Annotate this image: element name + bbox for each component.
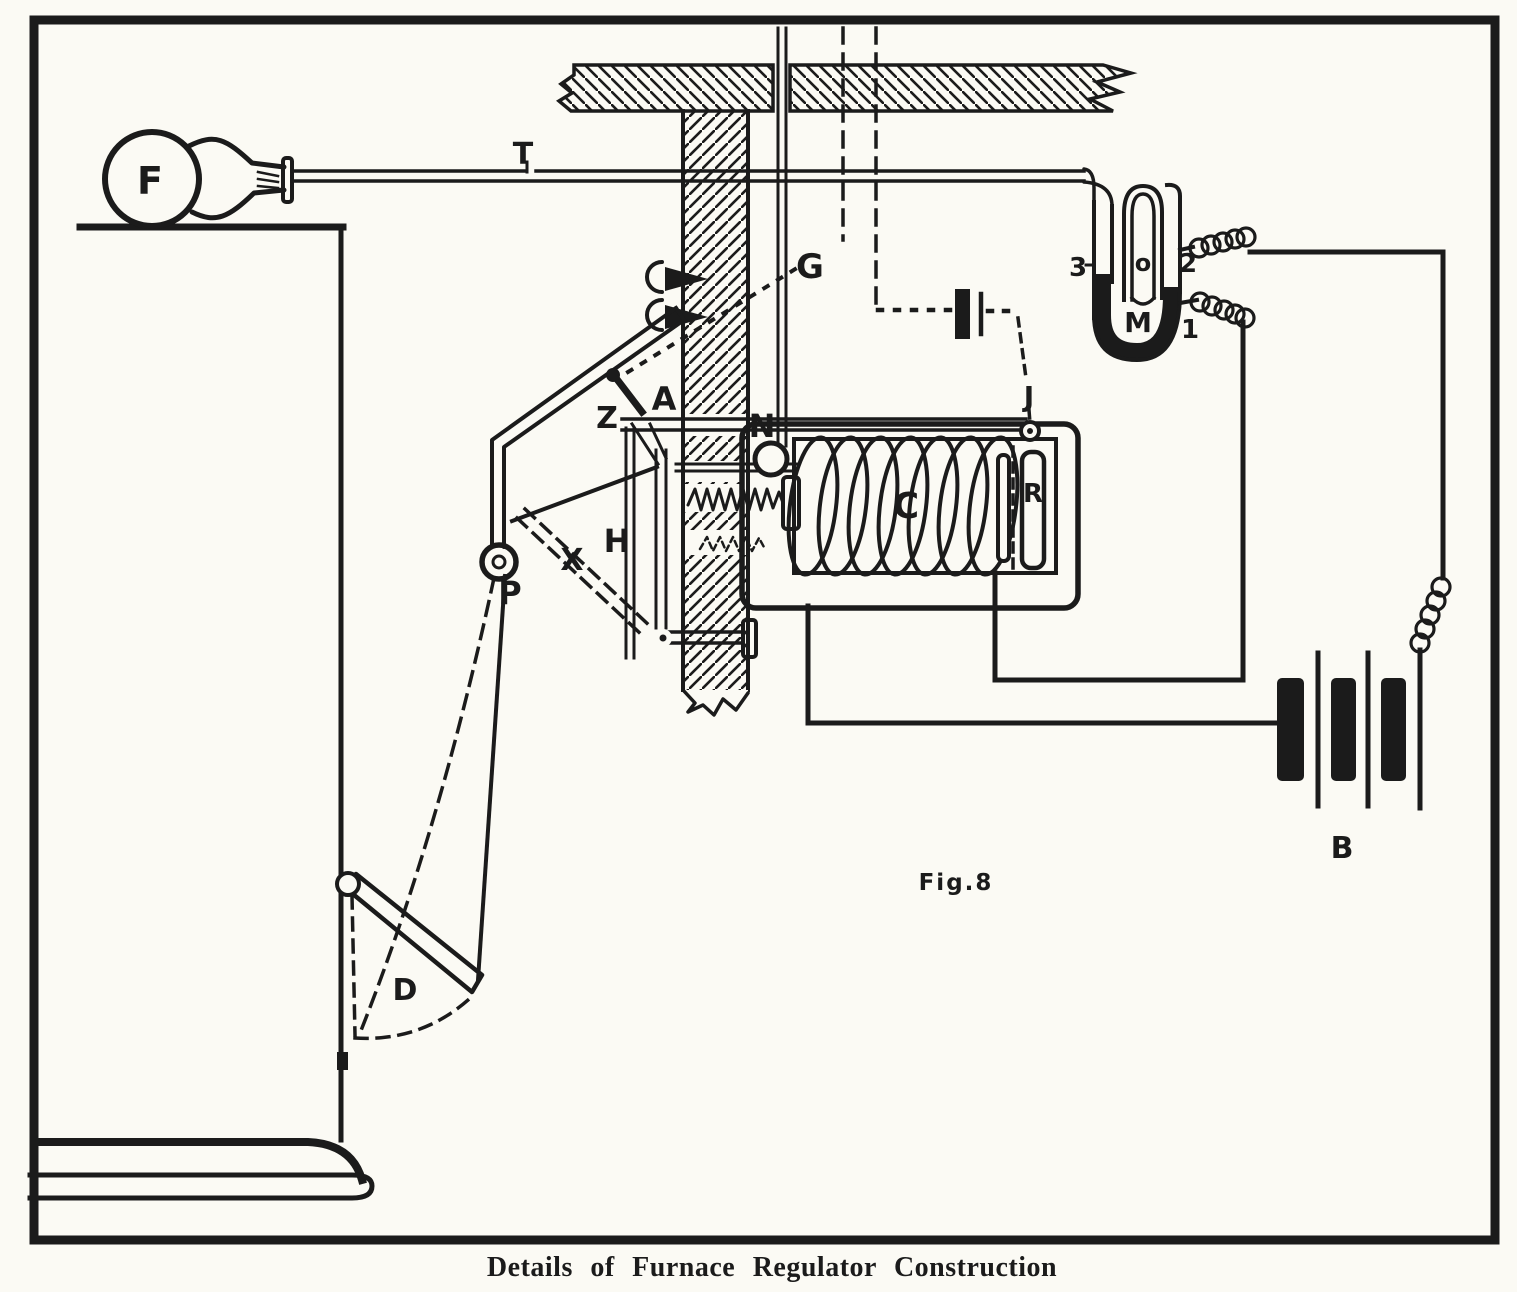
label-2: 2 <box>1179 249 1197 279</box>
contact-rail <box>620 417 1028 478</box>
label-3: 3 <box>1069 253 1087 283</box>
label-b: B <box>1331 831 1354 866</box>
label-r: R <box>1023 479 1043 509</box>
dashed-circuit <box>841 26 1032 425</box>
wire-coils <box>1188 226 1452 654</box>
furnace-body <box>27 223 375 1201</box>
label-f: F <box>137 159 163 203</box>
valve-push-rod <box>776 26 788 448</box>
label-t: T <box>513 137 534 172</box>
thermostat-bulb <box>102 129 294 229</box>
relay-assembly <box>739 420 1081 611</box>
damper-linkage <box>335 573 508 1070</box>
adjusting-screw <box>686 475 801 553</box>
label-z: Z <box>596 401 618 436</box>
fig-number: Fig.8 <box>919 870 994 896</box>
bracket-frame <box>509 421 758 660</box>
label-h: H <box>604 522 631 560</box>
mercury-tube <box>1084 182 1200 363</box>
circuit-wires <box>805 249 1446 726</box>
label-p: P <box>498 574 521 612</box>
label-g: G <box>796 247 824 287</box>
label-c: C <box>893 486 919 527</box>
lever-arm <box>479 265 800 582</box>
label-a: A <box>652 380 677 418</box>
figure-labels: F T G Z A N H X P D C R J M B 1 2 3 o Fi… <box>137 137 1353 1008</box>
ceiling-board <box>556 63 1138 113</box>
label-o: o <box>1135 249 1152 277</box>
figure-caption: Details of Furnace Regulator Constructio… <box>487 1252 1057 1283</box>
label-x: X <box>560 543 583 578</box>
label-1: 1 <box>1181 315 1199 345</box>
label-n: N <box>749 407 776 445</box>
label-j: J <box>1022 380 1034 413</box>
label-m: M <box>1124 306 1152 339</box>
label-d: D <box>393 973 418 1008</box>
figure-border <box>29 15 1500 1245</box>
battery <box>1277 647 1423 811</box>
